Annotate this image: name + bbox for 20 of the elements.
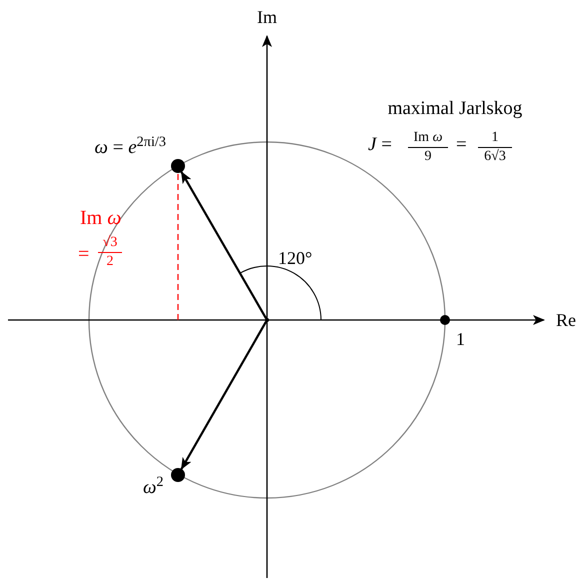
point-label: ω = e$^{2πi/3}$ — [94, 138, 166, 157]
annotation-text: Im ω — [80, 206, 122, 231]
fraction-numerator: √3 — [102, 236, 118, 250]
formula-text: = — [78, 242, 90, 267]
arrow — [180, 171, 267, 319]
angle-label: 120° — [278, 247, 312, 270]
point-label: ω$^{2}$ — [143, 478, 164, 497]
fraction-numerator: Im ω — [414, 131, 442, 145]
formula-text: = — [456, 133, 467, 157]
arrow — [180, 321, 267, 470]
origin-point — [265, 318, 269, 322]
fraction-denominator: 6√3 — [484, 150, 506, 164]
axis-label: Im — [257, 6, 277, 28]
fraction-denominator: 2 — [106, 255, 114, 269]
fraction-denominator: 9 — [424, 150, 432, 164]
axis-label: Re — [556, 309, 576, 332]
fraction-numerator: 1 — [492, 131, 498, 145]
annotation-text: maximal Jarlskog — [388, 97, 522, 121]
formula-text: J = — [368, 133, 392, 157]
tick-label: 1 — [456, 328, 465, 350]
